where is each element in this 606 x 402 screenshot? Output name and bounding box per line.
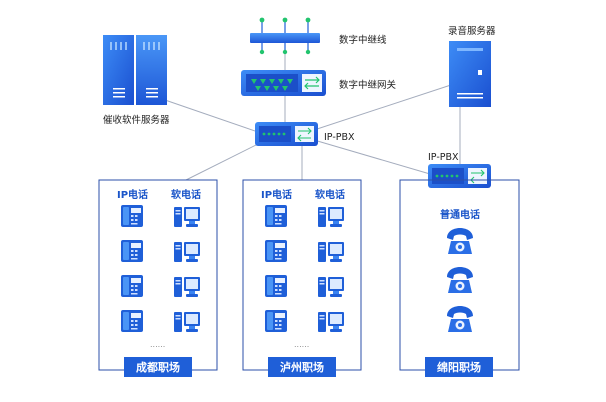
- ip-phone-icon: [121, 275, 143, 297]
- collection-server-icon: [103, 35, 167, 105]
- mianyang-pbx-label: IP-PBX: [428, 152, 459, 163]
- pbx-icon: [255, 122, 318, 146]
- central-pbx-label: IP-PBX: [324, 132, 355, 143]
- luzhou-softphone-header: 软电话: [315, 188, 345, 201]
- site-mianyang: 普通电话 绵阳职场: [399, 179, 520, 377]
- ip-phone-icon: [265, 240, 287, 262]
- ip-phone-icon: [121, 205, 143, 227]
- mianyang-pbx-icon: [428, 164, 491, 188]
- ip-phone-icon: [265, 275, 287, 297]
- site-chengdu: IP电话 软电话 ...... 成都职场: [98, 179, 218, 377]
- analog-phone-icon: [447, 306, 473, 332]
- chengdu-site-label: 成都职场: [136, 360, 180, 374]
- recording-server-to-pbx-line: [313, 81, 461, 131]
- softphone-computer-icon: [318, 277, 344, 297]
- luzhou-ip-phone-header: IP电话: [261, 188, 292, 201]
- ip-phone-icon: [265, 310, 287, 332]
- connection-lines: [164, 46, 461, 181]
- softphone-computer-icon: [318, 207, 344, 227]
- luzhou-site-label: 泸州职场: [280, 360, 324, 374]
- softphone-computer-icon: [318, 312, 344, 332]
- recording-server-label: 录音服务器: [448, 25, 496, 37]
- gateway-icon: [241, 70, 326, 96]
- analog-phone-icon: [447, 267, 473, 293]
- collection-server-label: 催收软件服务器: [103, 114, 170, 126]
- pbx-to-chengdu-line: [185, 143, 259, 181]
- mianyang-phone-header: 普通电话: [440, 208, 480, 221]
- softphone-computer-icon: [174, 312, 200, 332]
- softphone-computer-icon: [174, 242, 200, 262]
- digital-gateway-label: 数字中继网关: [339, 79, 397, 91]
- ip-phone-icon: [121, 240, 143, 262]
- pbx-to-mianyang-line: [313, 139, 431, 175]
- mianyang-site-label: 绵阳职场: [437, 360, 481, 374]
- softphone-computer-icon: [318, 242, 344, 262]
- recording-server-icon: [449, 41, 491, 107]
- chengdu-ellipsis: ......: [150, 340, 165, 349]
- chengdu-ip-phone-header: IP电话: [117, 188, 148, 201]
- chengdu-softphone-header: 软电话: [171, 188, 201, 201]
- digital-trunk-icon: [250, 17, 320, 55]
- softphone-computer-icon: [174, 277, 200, 297]
- softphone-computer-icon: [174, 207, 200, 227]
- site-luzhou: IP电话 软电话 ...... 泸州职场: [242, 179, 362, 377]
- luzhou-ellipsis: ......: [294, 340, 309, 349]
- digital-trunk-label: 数字中继线: [339, 34, 387, 46]
- ip-phone-icon: [265, 205, 287, 227]
- analog-phone-icon: [447, 228, 473, 254]
- collection-server-to-pbx-line: [164, 99, 259, 133]
- ip-phone-icon: [121, 310, 143, 332]
